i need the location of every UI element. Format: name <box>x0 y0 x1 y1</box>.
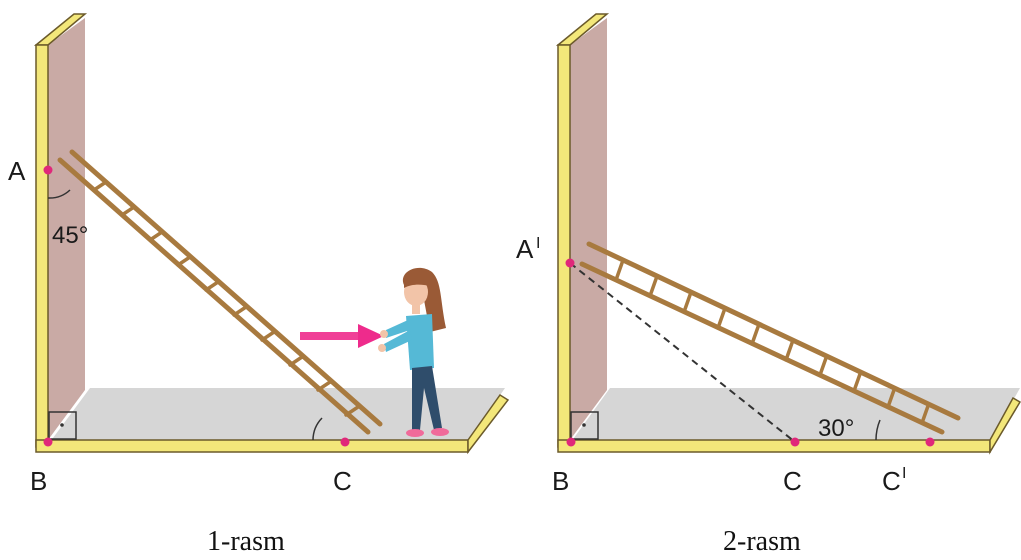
label-A: A <box>8 156 26 186</box>
label-A-prime-mark: I <box>536 235 540 252</box>
floor-2 <box>571 388 1020 442</box>
floor-frame-end-2 <box>989 396 1021 455</box>
label-C-prime: C <box>882 466 901 496</box>
right-angle-dot-1 <box>60 423 64 427</box>
label-C: C <box>333 466 352 496</box>
ladder-2 <box>579 241 961 435</box>
floor-1 <box>50 388 505 442</box>
caption-2: 2-rasm <box>723 526 801 557</box>
figure-1: A B C 45° 1-rasm <box>8 13 510 557</box>
point-C <box>340 437 350 447</box>
wall-2 <box>570 18 607 440</box>
wall-1 <box>48 18 85 440</box>
right-angle-marker-1 <box>48 411 77 440</box>
label-A-prime: A <box>516 234 534 264</box>
angle-arc-30 <box>875 419 881 441</box>
angle-label-45: 45° <box>52 222 88 249</box>
right-angle-marker-2 <box>570 411 599 440</box>
label-C-prime-mark: I <box>902 465 906 482</box>
caption-1: 1-rasm <box>207 526 285 557</box>
point-B-2 <box>566 437 576 447</box>
angle-label-30: 30° <box>818 415 854 442</box>
angle-arc-c1 <box>312 417 323 441</box>
point-A <box>43 165 53 175</box>
push-arrow <box>300 324 384 348</box>
floor-frame-2 <box>557 439 991 453</box>
wall-frame-1 <box>35 44 49 448</box>
label-B-2: B <box>552 466 569 496</box>
right-angle-dot-2 <box>582 423 586 427</box>
point-C-2 <box>790 437 800 447</box>
figure-2: A I B C C I 30° 2-rasm <box>516 13 1021 557</box>
label-C-2: C <box>783 466 802 496</box>
angle-arc-45 <box>47 189 71 199</box>
label-B: B <box>30 466 47 496</box>
floor-frame-end-1 <box>467 393 510 455</box>
ladder-1 <box>57 149 383 435</box>
floor-frame-1 <box>35 439 469 453</box>
point-B <box>43 437 53 447</box>
point-C-prime <box>925 437 935 447</box>
wall-frame-2 <box>557 44 571 448</box>
point-A-prime <box>565 258 575 268</box>
girl-figure <box>378 267 449 437</box>
